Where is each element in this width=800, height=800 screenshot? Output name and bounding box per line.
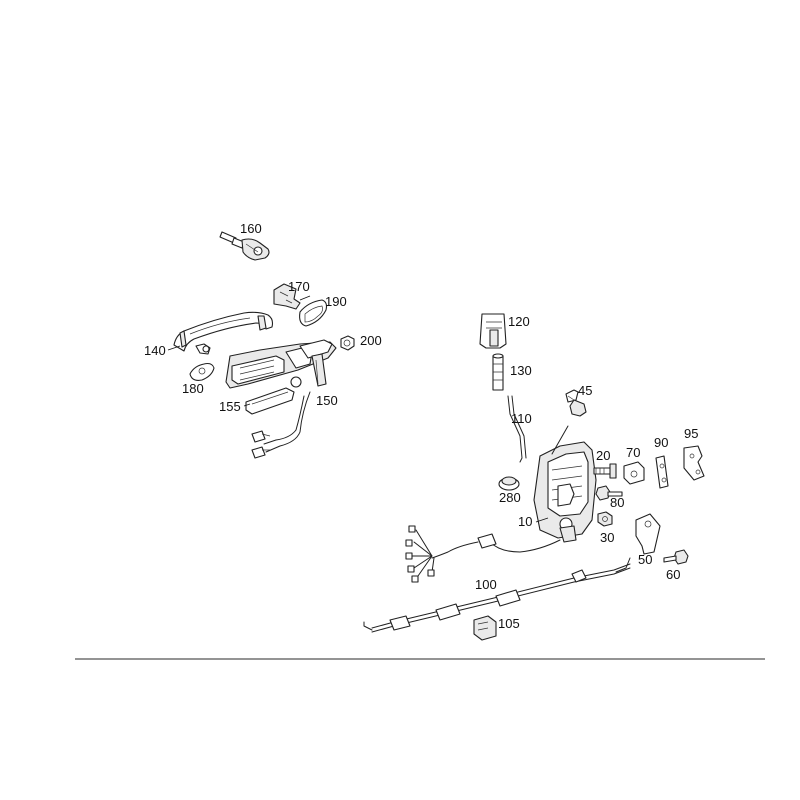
callout-30: 30 bbox=[600, 530, 614, 545]
part-150-wire-harness bbox=[251, 391, 311, 459]
part-20-screw bbox=[593, 463, 617, 479]
callout-200: 200 bbox=[360, 333, 382, 348]
part-80-screw bbox=[595, 485, 623, 501]
part-130-sleeve bbox=[492, 353, 504, 391]
callout-45: 45 bbox=[578, 383, 592, 398]
callout-120: 120 bbox=[508, 314, 530, 329]
callout-100: 100 bbox=[475, 577, 497, 592]
part-190-gasket bbox=[299, 299, 328, 327]
callout-155: 155 bbox=[219, 399, 241, 414]
callout-95: 95 bbox=[684, 426, 698, 441]
callout-190: 190 bbox=[325, 294, 347, 309]
callout-130: 130 bbox=[510, 363, 532, 378]
callout-70: 70 bbox=[626, 445, 640, 460]
callout-110: 110 bbox=[511, 411, 532, 426]
callout-150: 150 bbox=[316, 393, 338, 408]
callout-90: 90 bbox=[654, 435, 668, 450]
callout-170: 170 bbox=[288, 279, 310, 294]
part-70-striker bbox=[623, 461, 645, 485]
callout-280: 280 bbox=[499, 490, 521, 505]
part-95-bracket bbox=[683, 445, 705, 481]
callout-60: 60 bbox=[666, 567, 680, 582]
part-100-cable bbox=[363, 557, 631, 633]
part-160-lock-cylinder bbox=[219, 231, 270, 261]
callout-140: 140 bbox=[144, 343, 166, 358]
callout-160: 160 bbox=[240, 221, 262, 236]
part-170-bracket bbox=[273, 283, 311, 310]
part-90-plate bbox=[655, 455, 669, 489]
part-60-screw bbox=[663, 549, 689, 565]
part-lock-wire-harness bbox=[405, 525, 561, 583]
part-50-lever bbox=[635, 513, 661, 555]
callout-20: 20 bbox=[596, 448, 610, 463]
part-280-grommet bbox=[498, 476, 520, 491]
part-handle-carrier bbox=[225, 339, 337, 389]
part-45-bolt bbox=[565, 389, 587, 417]
callout-80: 80 bbox=[610, 495, 624, 510]
callout-105: 105 bbox=[498, 616, 520, 631]
part-10-door-lock bbox=[533, 425, 597, 543]
callout-180: 180 bbox=[182, 381, 204, 396]
part-180-clip bbox=[189, 362, 215, 381]
part-140-handle bbox=[167, 311, 274, 355]
part-110-rod bbox=[507, 395, 527, 463]
part-200-nut bbox=[340, 335, 355, 351]
part-120-cap bbox=[479, 313, 507, 349]
callout-50: 50 bbox=[638, 552, 652, 567]
part-105-clip bbox=[473, 615, 497, 641]
part-155-plate bbox=[243, 387, 295, 415]
callout-10: 10 bbox=[518, 514, 532, 529]
part-30-nut bbox=[597, 511, 613, 527]
